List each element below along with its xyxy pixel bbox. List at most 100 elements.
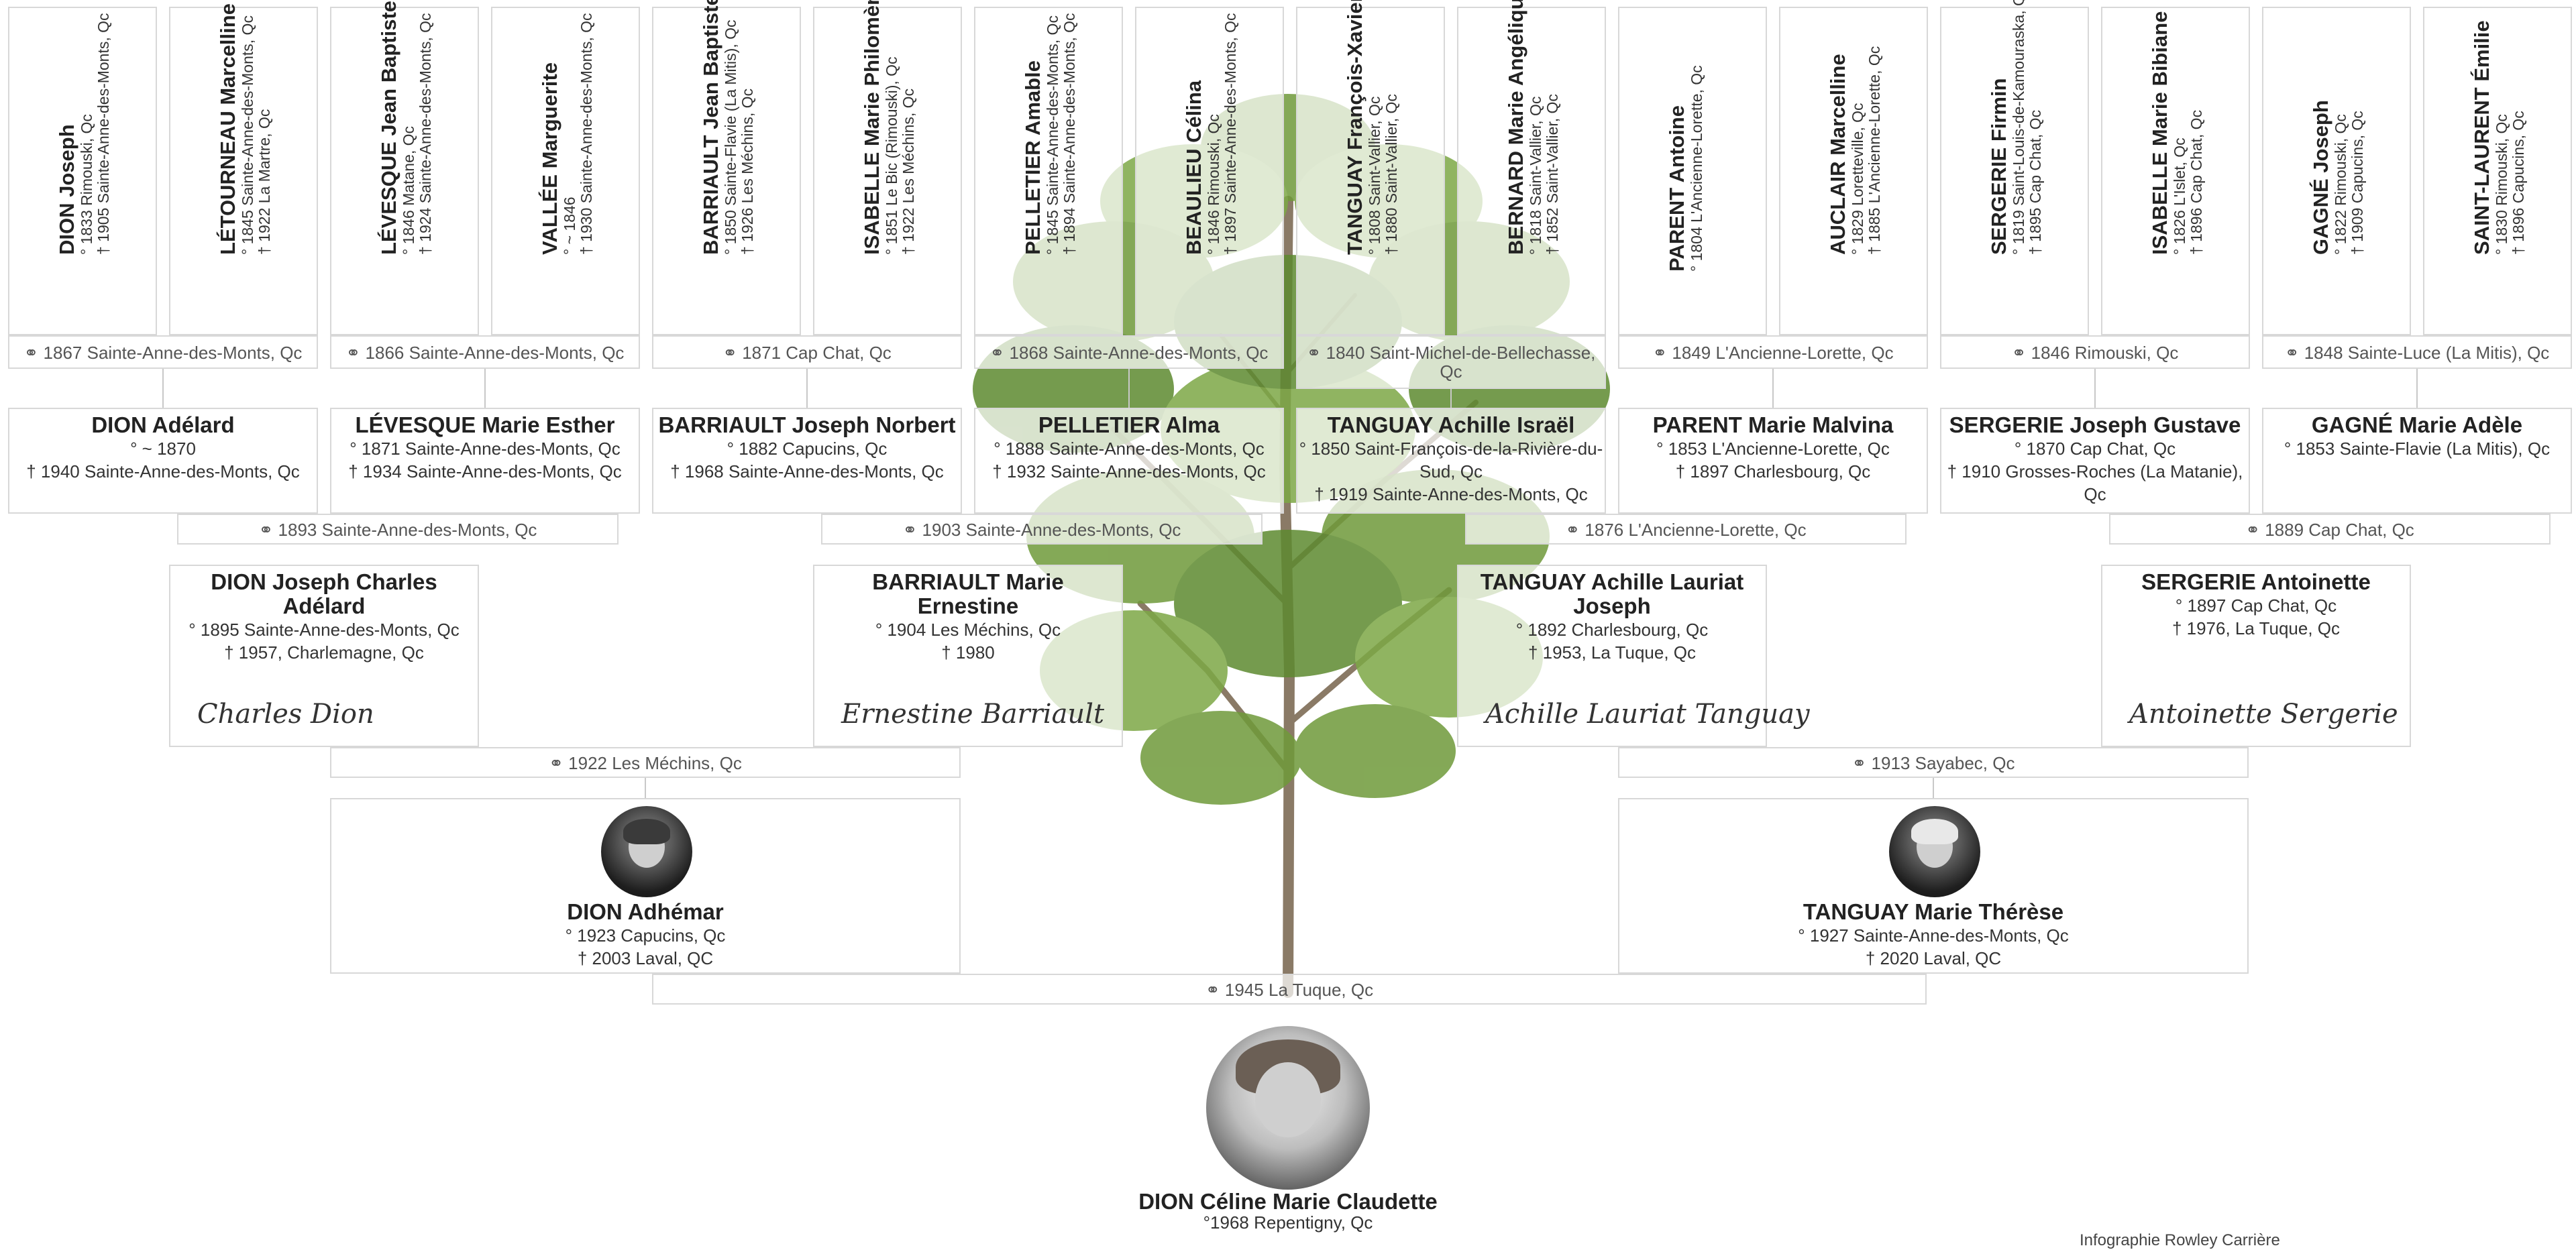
grandparent-card[interactable]: PARENT Marie Malvina° 1853 L'Ancienne-Lo… <box>1618 408 1928 514</box>
parent-detail: † 2020 Laval, QC <box>1865 948 2002 968</box>
parent-card[interactable]: DION Adhémar° 1923 Capucins, Qc† 2003 La… <box>330 798 961 974</box>
parent-detail: ° 1927 Sainte-Anne-des-Monts, Qc <box>1798 925 2069 946</box>
grandparent-card[interactable]: PELLETIER Alma° 1888 Sainte-Anne-des-Mon… <box>974 408 1284 514</box>
ancestor-card[interactable]: ISABELLE Marie Bibiane° 1826 L'Islet, Qc… <box>2101 7 2250 335</box>
great-grandparent-detail: † 1980 <box>941 642 995 663</box>
great-grandparent-detail: † 1976, La Tuque, Qc <box>2171 618 2341 638</box>
ancestor-death: † 1905 Sainte-Anne-des-Monts, Qc <box>95 13 112 255</box>
ancestor-name: LÉVESQUE Jean Baptiste <box>377 0 400 255</box>
ancestor-name: BERNARD Marie Angélique <box>1504 0 1527 255</box>
great-grandparent-card[interactable]: TANGUAY Achille Lauriat Joseph° 1892 Cha… <box>1457 565 1810 747</box>
ancestor-card[interactable]: PARENT Antoine° 1804 L'Ancienne-Lorette,… <box>1618 7 1767 335</box>
hair <box>1911 819 1959 845</box>
ancestor-death: † 1924 Sainte-Anne-des-Monts, Qc <box>417 13 434 255</box>
ancestor-death: † 1894 Sainte-Anne-des-Monts, Qc <box>1061 13 1078 255</box>
hair <box>623 819 671 845</box>
great-grandparent-card[interactable]: BARRIAULT Marie Ernestine° 1904 Les Méch… <box>813 565 1123 747</box>
ancestor-death: † 1895 Cap Chat, Qc <box>2027 109 2044 255</box>
ancestor-rotated-text: PELLETIER Amable° 1845 Sainte-Anne-des-M… <box>1021 0 1078 255</box>
ancestor-card[interactable]: BARRIAULT Jean Baptiste° 1850 Sainte-Fla… <box>652 0 801 335</box>
grandparent-detail: ° 1853 L'Ancienne-Lorette, Qc <box>1656 439 1890 459</box>
portrait-photo <box>601 806 692 897</box>
ancestor-birth: ° 1846 Matane, Qc <box>400 125 417 255</box>
great-grandparent-name: DION Joseph Charles Adélard <box>211 569 437 618</box>
ancestor-name: ISABELLE Marie Bibiane <box>2148 11 2171 255</box>
ancestor-card[interactable]: PELLETIER Amable° 1845 Sainte-Anne-des-M… <box>974 7 1123 335</box>
grandparent-detail: † 1919 Sainte-Anne-des-Monts, Qc <box>1314 484 1588 504</box>
ancestor-card[interactable]: LÉVESQUE Jean Baptiste° 1846 Matane, Qc†… <box>330 1 479 335</box>
grandparent-detail: ° 1853 Sainte-Flavie (La Mitis), Qc <box>2284 439 2551 459</box>
grandparent-name: PARENT Marie Malvina <box>1652 412 1894 437</box>
ancestor-name: PARENT Antoine <box>1665 105 1688 272</box>
grandparent-detail: † 1932 Sainte-Anne-des-Monts, Qc <box>992 461 1266 481</box>
ancestor-birth: ° 1826 L'Islet, Qc <box>2171 137 2188 255</box>
great-grandparent-card[interactable]: SERGERIE Antoinette° 1897 Cap Chat, Qc† … <box>2101 565 2411 747</box>
marriage-text: ⚭ 1945 La Tuque, Qc <box>1205 980 1374 1000</box>
connector-line <box>484 369 486 408</box>
ancestor-card[interactable]: SAINT-LAURENT Émilie° 1830 Rimouski, Qc†… <box>2423 7 2572 335</box>
ancestor-text: VALLÉE Marguerite° ~ 1846† 1930 Sainte-A… <box>492 8 639 334</box>
parent-name: TANGUAY Marie Thérèse <box>1803 899 2064 924</box>
ancestor-death: † 1880 Saint-Vallier, Qc <box>1383 94 1400 255</box>
great-grandparent-name: SERGERIE Antoinette <box>2141 569 2371 594</box>
ancestor-name: BEAULIEU Célina <box>1182 80 1205 255</box>
ancestor-rotated-text: SERGERIE Firmin° 1819 Saint-Louis-de-Kam… <box>1987 0 2044 255</box>
ancestor-birth: ° 1846 Rimouski, Qc <box>1205 114 1222 255</box>
ancestor-birth: ° 1833 Rimouski, Qc <box>78 114 95 255</box>
grandparent-card[interactable]: GAGNÉ Marie Adèle° 1853 Sainte-Flavie (L… <box>2262 408 2572 514</box>
marriage-text: ⚭ 1922 Les Méchins, Qc <box>549 753 742 773</box>
subject-birth: °1968 Repentigny, Qc <box>1203 1212 1373 1233</box>
marriage-label: ⚭ 1945 La Tuque, Qc <box>652 974 1927 1005</box>
ancestor-card[interactable]: ISABELLE Marie Philomène° 1851 Le Bic (R… <box>813 0 962 335</box>
ancestor-birth: ° 1830 Rimouski, Qc <box>2493 114 2510 255</box>
ancestor-card[interactable]: BEAULIEU Célina° 1846 Rimouski, Qc† 1897… <box>1135 7 1284 335</box>
marriage-label: ⚭ 1868 Sainte-Anne-des-Monts, Qc <box>974 335 1284 369</box>
ancestor-card[interactable]: SERGERIE Firmin° 1819 Saint-Louis-de-Kam… <box>1940 0 2089 335</box>
ancestor-rotated-text: SAINT-LAURENT Émilie° 1830 Rimouski, Qc†… <box>2470 0 2527 255</box>
marriage-text: ⚭ 1893 Sainte-Anne-des-Monts, Qc <box>258 520 537 540</box>
connector-line <box>645 778 646 798</box>
connector-line <box>1128 369 1130 408</box>
ancestor-card[interactable]: BERNARD Marie Angélique° 1818 Saint-Vall… <box>1457 0 1606 335</box>
great-grandparent-card[interactable]: DION Joseph Charles Adélard° 1895 Sainte… <box>169 565 479 747</box>
ancestor-rotated-text: ISABELLE Marie Philomène° 1851 Le Bic (R… <box>860 0 917 255</box>
grandparent-card[interactable]: DION Adélard° ~ 1870† 1940 Sainte-Anne-d… <box>8 408 318 514</box>
great-grandparent-name: TANGUAY Achille Lauriat Joseph <box>1480 569 1744 618</box>
ancestor-text: LÉVESQUE Jean Baptiste° 1846 Matane, Qc†… <box>331 1 478 334</box>
ancestor-card[interactable]: VALLÉE Marguerite° ~ 1846† 1930 Sainte-A… <box>491 7 640 335</box>
grandparent-card[interactable]: BARRIAULT Joseph Norbert° 1882 Capucins,… <box>652 408 962 514</box>
ancestor-rotated-text: AUCLAIR Marcelline° 1829 Loretteville, Q… <box>1826 0 1883 255</box>
grandparent-card[interactable]: TANGUAY Achille Israël° 1850 Saint-Franç… <box>1296 408 1606 514</box>
ancestor-card[interactable]: AUCLAIR Marcelline° 1829 Loretteville, Q… <box>1779 7 1928 335</box>
great-grandparent-detail: ° 1895 Sainte-Anne-des-Monts, Qc <box>189 620 460 640</box>
ancestor-text: SAINT-LAURENT Émilie° 1830 Rimouski, Qc†… <box>2424 8 2571 334</box>
connector-line <box>1933 778 1934 798</box>
grandparent-card[interactable]: SERGERIE Joseph Gustave° 1870 Cap Chat, … <box>1940 408 2250 514</box>
grandparent-detail: ° 1882 Capucins, Qc <box>727 439 888 459</box>
great-grandparent-detail: ° 1904 Les Méchins, Qc <box>875 620 1061 640</box>
ancestor-text: BARRIAULT Jean Baptiste° 1850 Sainte-Fla… <box>653 0 800 334</box>
marriage-label: ⚭ 1867 Sainte-Anne-des-Monts, Qc <box>8 335 318 369</box>
grandparent-detail: ° 1850 Saint-François-de-la-Rivière-du-S… <box>1299 439 1603 481</box>
ancestor-card[interactable]: DION Joseph° 1833 Rimouski, Qc† 1905 Sai… <box>8 7 157 335</box>
ancestor-birth: ° 1808 Saint-Vallier, Qc <box>1366 96 1383 255</box>
ancestor-birth: ° 1845 Sainte-Anne-des-Monts, Qc <box>1044 15 1061 255</box>
marriage-label: ⚭ 1866 Sainte-Anne-des-Monts, Qc <box>330 335 640 369</box>
ancestor-card[interactable]: LÉTOURNEAU Marcelline° 1845 Sainte-Anne-… <box>169 3 318 335</box>
ancestor-birth: ° ~ 1846 <box>561 196 578 255</box>
ancestor-name: SERGERIE Firmin <box>1987 78 2010 255</box>
ancestor-card[interactable]: GAGNÉ Joseph° 1822 Rimouski, Qc† 1909 Ca… <box>2262 7 2411 335</box>
ancestor-death: † 1922 La Martre, Qc <box>256 109 273 255</box>
ancestor-birth: ° 1845 Sainte-Anne-des-Monts, Qc <box>239 15 256 255</box>
parent-card[interactable]: TANGUAY Marie Thérèse° 1927 Sainte-Anne-… <box>1618 798 2249 974</box>
grandparent-detail: ° 1871 Sainte-Anne-des-Monts, Qc <box>350 439 621 459</box>
ancestor-birth: ° 1819 Saint-Louis-de-Kamouraska, Qc <box>2010 0 2027 255</box>
connector-line <box>1450 389 1452 408</box>
marriage-label: ⚭ 1876 L'Ancienne-Lorette, Qc <box>1465 514 1907 545</box>
grandparent-card[interactable]: LÉVESQUE Marie Esther° 1871 Sainte-Anne-… <box>330 408 640 514</box>
ancestor-name: AUCLAIR Marcelline <box>1826 54 1849 255</box>
marriage-text: ⚭ 1846 Rimouski, Qc <box>2011 343 2179 363</box>
ancestor-card[interactable]: TANGUAY François-Xavier° 1808 Saint-Vall… <box>1296 0 1445 335</box>
face <box>1255 1062 1321 1137</box>
marriage-text: ⚭ 1903 Sainte-Anne-des-Monts, Qc <box>902 520 1181 540</box>
